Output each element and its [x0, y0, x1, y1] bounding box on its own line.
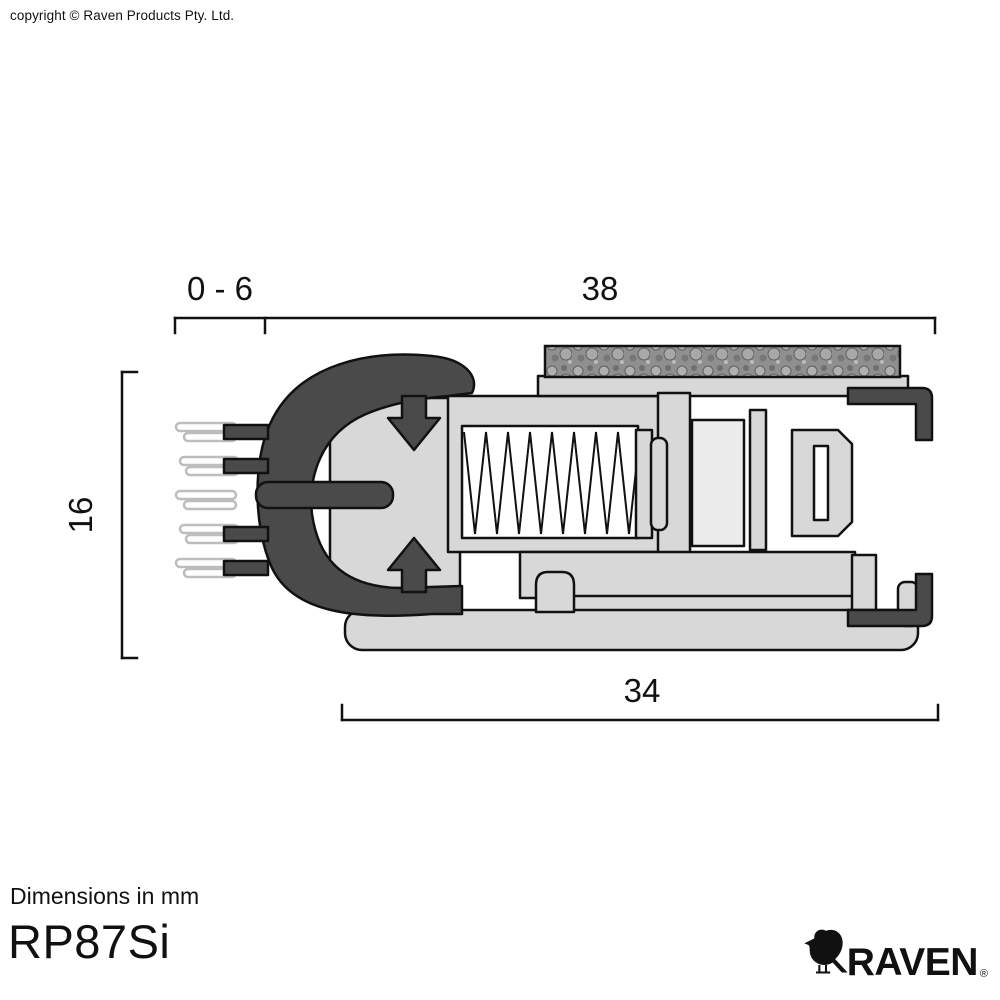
dimension-left: 16: [62, 370, 139, 660]
copyright-text: copyright © Raven Products Pty. Ltd.: [10, 8, 235, 23]
adjusting-screw: [460, 424, 669, 540]
dim-label-width-bottom: 34: [624, 672, 661, 709]
dimensions-note: Dimensions in mm: [10, 883, 200, 909]
nut-block: [690, 418, 746, 548]
right-web: [850, 553, 878, 617]
right-clip-top: [846, 386, 934, 442]
brush-bar: [222, 525, 270, 543]
spacer-plate: [748, 408, 768, 552]
screw-thread: [463, 431, 637, 535]
dimension-bottom: 34: [340, 672, 940, 722]
mid-shelf: [518, 550, 857, 600]
registered-trademark: ®: [979, 968, 988, 980]
dim-label-gap: 0 - 6: [187, 270, 253, 307]
brand-logo: RAVEN ®: [801, 922, 988, 984]
dimension-top: 0 - 6 38: [173, 270, 937, 335]
brush-tuft: [174, 489, 238, 511]
dim-label-width-top: 38: [582, 270, 619, 307]
carrier-stem: [254, 480, 395, 510]
brush-bar: [222, 457, 270, 475]
adhesive-foam-strip: [543, 344, 902, 379]
brush-bar: [222, 559, 270, 577]
dim-label-height: 16: [62, 497, 99, 534]
screw-head-slot: [812, 444, 830, 522]
brand-name: RAVEN: [846, 940, 979, 984]
base-plate: [343, 608, 920, 652]
brush-bar: [222, 423, 270, 441]
base-tab: [534, 570, 576, 614]
brush-bristles: [174, 421, 240, 579]
seal-carrier-group: [222, 353, 934, 628]
raven-bird-icon: [804, 929, 848, 974]
product-code: RP87Si: [8, 915, 171, 968]
barb-bottom: [386, 536, 442, 594]
screw-washer: [634, 428, 654, 540]
barb-top: [386, 394, 442, 452]
screw-end-cap: [649, 436, 669, 532]
right-clip-bottom: [846, 572, 934, 628]
